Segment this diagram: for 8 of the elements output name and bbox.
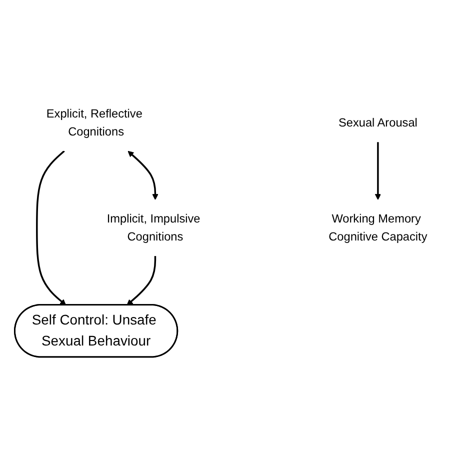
node-text: Explicit, Reflective Cognitions	[46, 107, 142, 138]
arrow	[126, 256, 156, 306]
arrow	[128, 151, 158, 200]
arrow	[374, 142, 381, 200]
node-text: Sexual Arousal	[338, 116, 418, 130]
arrow	[36, 150, 66, 306]
node-text: Working Memory Cognitive Capacity	[328, 212, 428, 244]
node-text: Implicit, Impulsive Cognitions	[106, 212, 200, 244]
